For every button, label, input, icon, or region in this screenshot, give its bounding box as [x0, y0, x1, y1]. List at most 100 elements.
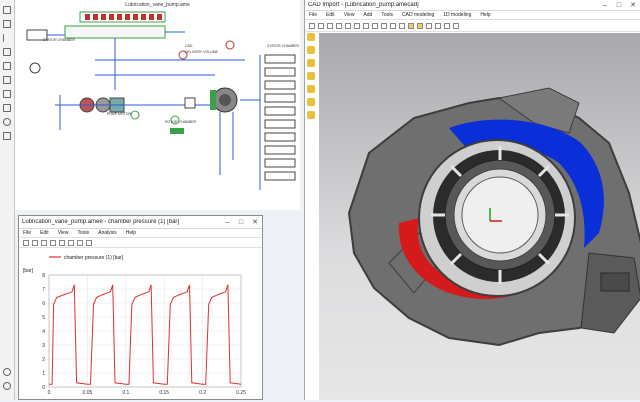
plot-menubar: File Edit View Tools Analysis Help: [19, 229, 262, 238]
menu-1d-modeling[interactable]: 1D modeling: [443, 12, 472, 18]
plot-window-titlebar[interactable]: Lubrication_vane_pump.amee - chamber pre…: [19, 216, 262, 229]
undo-icon[interactable]: [345, 22, 351, 29]
y-tick-label: 8: [42, 273, 45, 279]
toolbar-button[interactable]: [86, 239, 92, 246]
series-line-chamber-pressure: [49, 284, 242, 385]
y-tick-label: 0: [42, 385, 45, 391]
select-icon[interactable]: [363, 22, 369, 29]
print-icon[interactable]: [336, 22, 342, 29]
square-icon[interactable]: [3, 132, 11, 140]
menu-help[interactable]: Help: [125, 230, 137, 236]
menu-file[interactable]: File: [309, 12, 318, 18]
close-icon[interactable]: ✕: [252, 219, 258, 226]
undo-icon[interactable]: [3, 76, 11, 84]
flange-port: [600, 272, 630, 292]
view-iso-icon[interactable]: [435, 22, 441, 29]
minimize-icon[interactable]: –: [603, 1, 607, 9]
label-pump-motor: PUMP MOTOR: [107, 112, 131, 116]
cad-viewport[interactable]: [319, 33, 640, 400]
cad-window[interactable]: CAD Import - [Lubrication_pump.amecad] –…: [304, 0, 640, 400]
menu-file[interactable]: File: [23, 230, 32, 236]
zoom-icon[interactable]: [390, 22, 396, 29]
toolbar-button[interactable]: [41, 239, 47, 246]
left-toolstrip: [0, 0, 15, 400]
menu-edit[interactable]: Edit: [40, 230, 49, 236]
x-tick-label: 0: [48, 390, 51, 396]
toolbar-button[interactable]: [77, 239, 83, 246]
right-flange: [580, 252, 640, 334]
view-front-icon[interactable]: [408, 22, 414, 29]
sketch-canvas[interactable]: Lubrication_vane_pump.ame: [15, 0, 300, 210]
top-boss: [497, 87, 580, 134]
menu-cad-modeling[interactable]: CAD modeling: [402, 12, 435, 18]
toolbar-button[interactable]: [23, 239, 29, 246]
menu-edit[interactable]: Edit: [326, 12, 335, 18]
open-icon[interactable]: [318, 22, 324, 29]
part-icon[interactable]: [307, 111, 315, 119]
plot-window-title: Lubrication_vane_pump.amee - chamber pre…: [22, 219, 180, 225]
minimize-icon[interactable]: –: [225, 218, 229, 226]
x-tick-label: 0.15: [159, 390, 169, 396]
close-icon[interactable]: ✕: [630, 2, 636, 9]
menu-analysis[interactable]: Analysis: [98, 230, 117, 236]
pan-icon[interactable]: [372, 22, 378, 29]
x-tick-label: 0.2: [199, 390, 206, 396]
x-tick-label: 0.1: [122, 390, 129, 396]
high-pressure-region: [398, 218, 519, 300]
pressure-chart: chamber pressure (1) [bar][bar]876543210…: [23, 255, 246, 396]
slash-icon[interactable]: [3, 62, 11, 70]
menu-view[interactable]: View: [57, 230, 69, 236]
cad-side-toolbar: [307, 33, 317, 124]
label-delivery: DELIVERY VOLUME: [185, 50, 218, 54]
menu-help[interactable]: Help: [480, 12, 491, 18]
x-tick-label: 0.05: [83, 390, 93, 396]
menu-add[interactable]: Add: [363, 12, 373, 18]
menu-view[interactable]: View: [343, 12, 355, 18]
part-icon[interactable]: [307, 85, 315, 93]
circle-icon[interactable]: [3, 118, 11, 126]
toolbar-button[interactable]: [50, 239, 56, 246]
toolbar-button[interactable]: [59, 239, 65, 246]
maximize-icon[interactable]: □: [616, 1, 622, 9]
y-tick-label: 3: [42, 343, 45, 349]
text-icon[interactable]: [3, 20, 11, 28]
low-pressure-region: [449, 119, 604, 248]
zoom-in-icon[interactable]: [3, 368, 11, 376]
menu-tools[interactable]: Tools: [77, 230, 90, 236]
label-stator-chamber-2: STATOR CHAMBER: [267, 44, 300, 48]
part-icon[interactable]: [307, 33, 315, 41]
fit-icon[interactable]: [399, 22, 405, 29]
part-icon[interactable]: [307, 46, 315, 54]
save-icon[interactable]: [327, 22, 333, 29]
y-unit-label: [bar]: [23, 268, 34, 274]
y-tick-label: 1: [42, 371, 45, 377]
maximize-icon[interactable]: □: [238, 218, 244, 226]
plot-window[interactable]: Lubrication_vane_pump.amee - chamber pre…: [18, 215, 263, 400]
zoom-out-icon[interactable]: [3, 382, 11, 390]
redo-icon[interactable]: [354, 22, 360, 29]
shading-icon[interactable]: [444, 22, 450, 29]
zigzag-icon[interactable]: [3, 48, 11, 56]
label-stator-chamber: STATOR CHAMBER: [43, 38, 76, 42]
part-icon[interactable]: [307, 98, 315, 106]
measure-icon[interactable]: [453, 22, 459, 29]
view-side-icon[interactable]: [417, 22, 423, 29]
toolbar-button[interactable]: [32, 239, 38, 246]
rectangle-icon[interactable]: [3, 104, 11, 112]
part-icon[interactable]: [307, 72, 315, 80]
rotate-icon[interactable]: [381, 22, 387, 29]
y-tick-label: 2: [42, 357, 45, 363]
hydraulic-schematic: [26, 11, 296, 190]
part-icon[interactable]: [307, 59, 315, 67]
cad-window-titlebar[interactable]: CAD Import - [Lubrication_pump.amecad] –…: [305, 0, 640, 11]
shaft-bore: [461, 176, 539, 254]
arrow-icon[interactable]: [3, 6, 11, 14]
x-tick-label: 0.25: [236, 390, 246, 396]
line-icon[interactable]: [3, 34, 11, 42]
cad-window-title: CAD Import - [Lubrication_pump.amecad]: [308, 2, 419, 8]
menu-tools[interactable]: Tools: [381, 12, 394, 18]
pointer-icon[interactable]: [3, 90, 11, 98]
view-top-icon[interactable]: [426, 22, 432, 29]
new-icon[interactable]: [309, 22, 315, 29]
toolbar-button[interactable]: [68, 239, 74, 246]
